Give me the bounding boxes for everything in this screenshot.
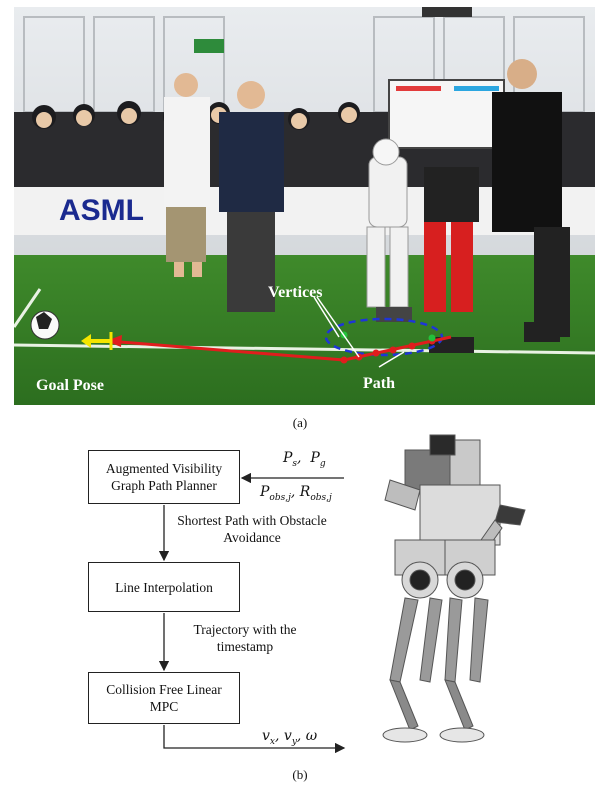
biped-robot-render [382, 434, 526, 743]
caption-a: (a) [292, 415, 308, 430]
line-interpolation-label: Line Interpolation [115, 579, 213, 595]
edge-label-shortest-path: Shortest Path with Obstacle Avoidance [177, 513, 327, 545]
path-planner-block: Augmented Visibility Graph Path Planner [88, 450, 240, 504]
line-interpolation-block: Line Interpolation [88, 562, 240, 612]
edge-label-trajectory: Trajectory with the timestamp [193, 622, 297, 654]
goal-pose-label: Goal Pose [36, 377, 104, 394]
caption-b: (b) [292, 767, 308, 782]
vertices-label: Vertices [268, 284, 323, 301]
input-start-goal: Ps, Pg [283, 450, 326, 469]
path-planner-label: Augmented Visibility Graph Path Planner [105, 461, 223, 493]
output-velocities: vx, vy, ω [262, 728, 318, 747]
mpc-block: Collision Free Linear MPC [88, 672, 240, 724]
robot-soccer-photo: ASML Vertices Goal Pose Path [14, 7, 595, 405]
path-label: Path [363, 375, 395, 392]
mpc-label: Collision Free Linear MPC [106, 682, 222, 714]
asml-banner-text: ASML [59, 194, 144, 227]
input-obstacles: Pobs,j, Robs,j [260, 484, 332, 503]
